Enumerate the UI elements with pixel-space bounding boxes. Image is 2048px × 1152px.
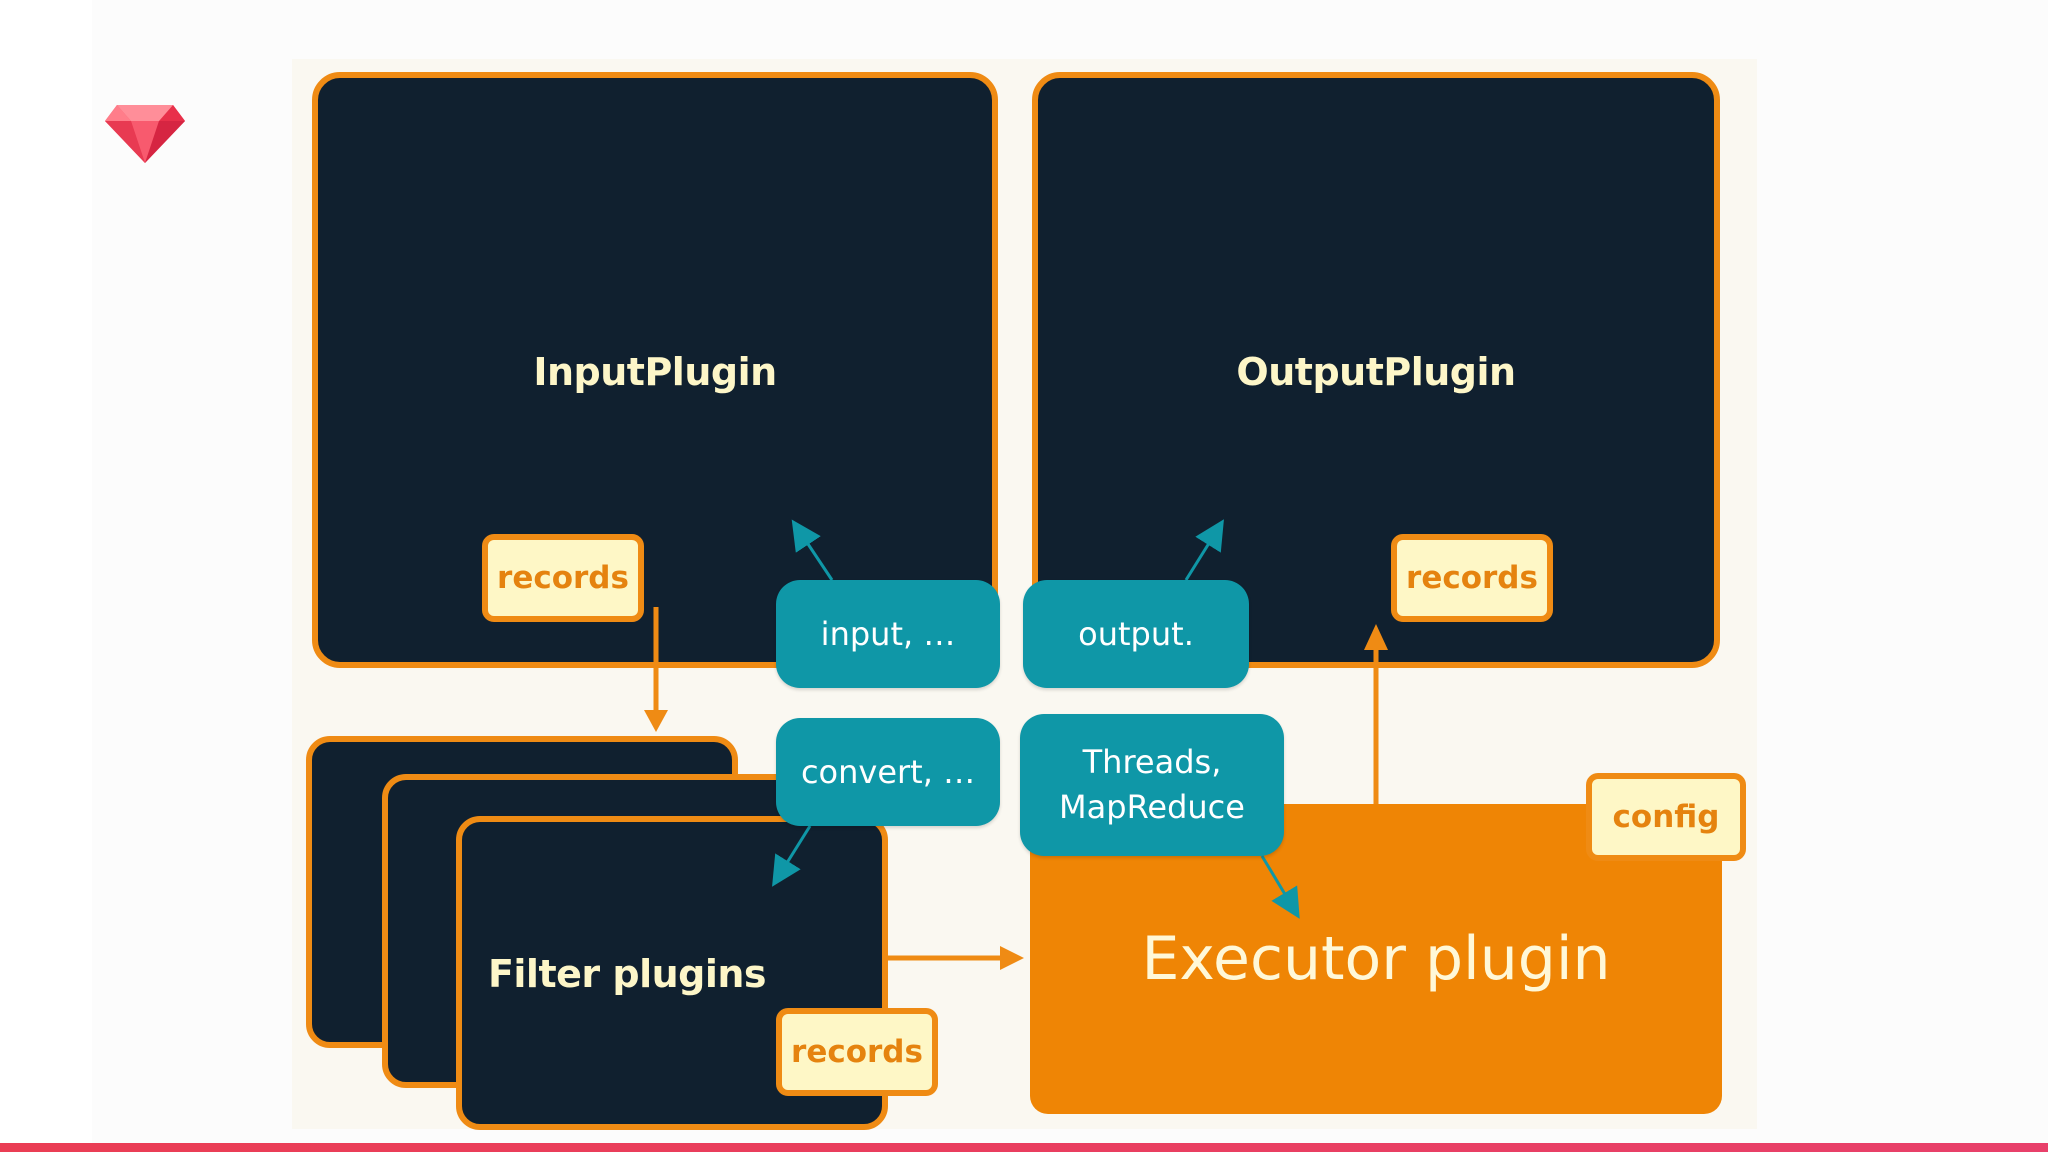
threads-tag-pointer xyxy=(1260,855,1300,919)
records-to-filter-arrow xyxy=(644,607,668,732)
output-records-label: records xyxy=(1391,534,1553,622)
input-tag-pointer xyxy=(791,519,834,581)
output-tag-pointer xyxy=(1184,519,1224,581)
threads-tag-line1: Threads, xyxy=(1082,743,1222,782)
filter-to-executor-arrow xyxy=(886,946,1024,970)
executor-to-output-arrow xyxy=(1364,624,1388,804)
ruby-gem-icon xyxy=(105,105,185,163)
filter-records-label: records xyxy=(776,1008,938,1096)
output-plugin-panel: OutputPlugin xyxy=(1032,72,1720,668)
output-tag: output. xyxy=(1023,580,1249,688)
executor-plugin-title: Executor plugin xyxy=(1141,924,1611,994)
convert-tag-pointer xyxy=(772,825,812,887)
filter-plugins-title: Filter plugins xyxy=(487,952,767,996)
input-records-label: records xyxy=(482,534,644,622)
threads-tag-line2: MapReduce xyxy=(1059,788,1245,826)
output-plugin-title: OutputPlugin xyxy=(1236,350,1516,394)
executor-config-label: config xyxy=(1586,773,1746,861)
threads-mapreduce-tag: Threads, MapReduce xyxy=(1020,714,1284,856)
convert-tag: convert, … xyxy=(776,718,1000,826)
input-plugin-title: InputPlugin xyxy=(533,350,777,394)
bottom-accent-bar xyxy=(0,1143,2048,1152)
input-tag: input, … xyxy=(776,580,1000,688)
